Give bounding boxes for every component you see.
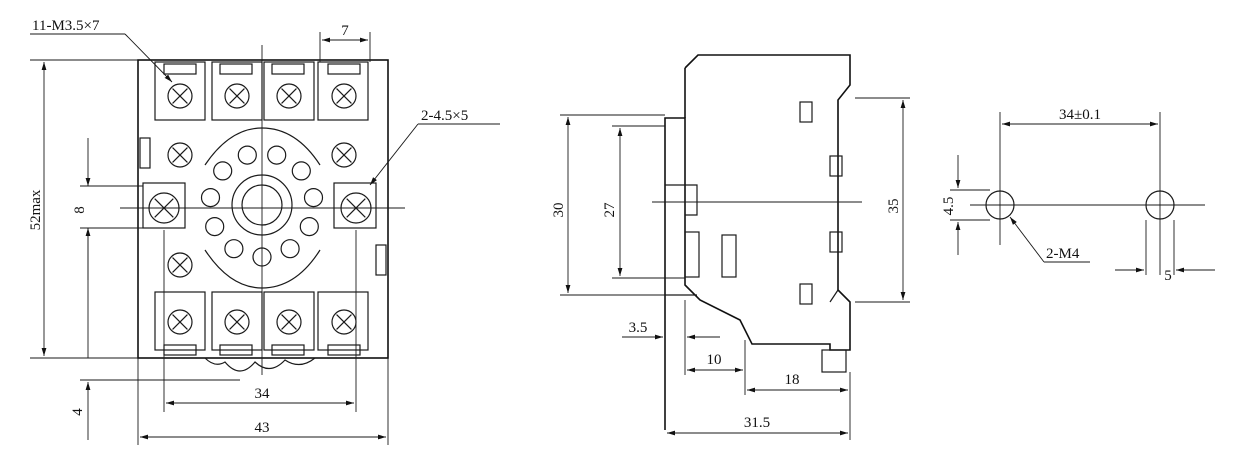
mount-boss-left bbox=[142, 182, 186, 229]
socket-pin-hole bbox=[200, 188, 221, 208]
dim-terminal-width: 7 bbox=[341, 23, 349, 39]
socket-arc-bottom bbox=[204, 249, 321, 289]
screw-terminal bbox=[224, 83, 250, 109]
dim-31-5: 31.5 bbox=[744, 415, 770, 431]
top-terminal-row bbox=[154, 61, 369, 121]
callout-screws: 11-M3.5×7 bbox=[32, 18, 100, 34]
screw-terminal bbox=[331, 142, 357, 168]
socket-pins bbox=[200, 145, 324, 267]
dim-hole-spacing: 34 bbox=[255, 386, 271, 402]
screw-terminal bbox=[167, 252, 193, 278]
mount-boss-right bbox=[333, 182, 377, 229]
front-view: 52max 8 4 34 43 7 11-M3.5×7 bbox=[28, 18, 500, 445]
dim-overall-width: 43 bbox=[255, 420, 270, 436]
dim-30: 30 bbox=[551, 203, 567, 218]
screw-terminal bbox=[331, 83, 357, 109]
dim-4-5: 4.5 bbox=[941, 197, 957, 216]
dim-height-max: 52max bbox=[28, 189, 44, 230]
socket-pin-hole bbox=[291, 161, 311, 181]
dim-offset: 4 bbox=[70, 408, 86, 416]
mount-view: 34±0.1 4.5 2-M4 5 bbox=[941, 107, 1215, 284]
screw-terminal bbox=[167, 83, 193, 109]
socket-pin-hole bbox=[224, 239, 244, 259]
dim-3-5: 3.5 bbox=[629, 320, 648, 336]
socket-pin-hole bbox=[303, 188, 324, 208]
bottom-notch bbox=[204, 357, 316, 372]
side-view: 30 27 35 3.5 10 18 31.5 bbox=[551, 54, 910, 440]
screw-terminal bbox=[276, 83, 302, 109]
socket-pin-hole bbox=[299, 217, 319, 237]
dim-35: 35 bbox=[886, 199, 902, 214]
screw-terminal bbox=[167, 309, 193, 335]
screw-terminal bbox=[224, 309, 250, 335]
socket-pin-hole bbox=[213, 161, 233, 181]
socket-arc-top bbox=[204, 127, 321, 166]
base-outline bbox=[137, 59, 389, 359]
dim-spacing: 34±0.1 bbox=[1059, 107, 1101, 123]
dim-5: 5 bbox=[1164, 268, 1172, 284]
screw-terminal bbox=[331, 309, 357, 335]
bottom-terminal-row bbox=[154, 291, 369, 356]
screw-terminal bbox=[167, 142, 193, 168]
socket-pin-hole bbox=[237, 145, 257, 165]
dim-27: 27 bbox=[602, 202, 618, 218]
callout-thread: 2-M4 bbox=[1046, 246, 1080, 262]
dim-10: 10 bbox=[707, 352, 722, 368]
screw-terminal bbox=[276, 309, 302, 335]
side-profile bbox=[664, 54, 851, 430]
socket-pin-hole bbox=[205, 217, 225, 237]
dim-hole-height: 8 bbox=[72, 206, 88, 214]
socket-pin-hole bbox=[280, 239, 300, 259]
callout-holes: 2-4.5×5 bbox=[421, 108, 468, 124]
screw-terminals bbox=[148, 83, 372, 335]
dim-18: 18 bbox=[785, 372, 800, 388]
socket-pin-hole bbox=[267, 145, 287, 165]
